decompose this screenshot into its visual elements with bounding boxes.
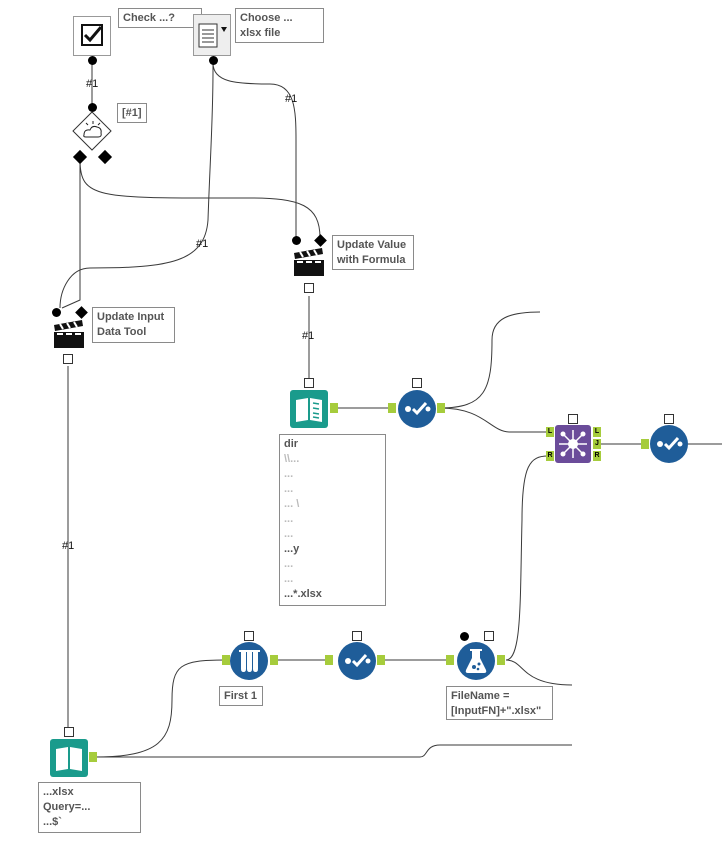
wire-label: #1 [285,93,298,105]
output-anchor[interactable] [270,655,278,665]
action-icon [54,320,84,348]
select-tool[interactable] [650,425,688,463]
condition-icon [72,111,112,151]
input-anchor[interactable] [446,655,454,665]
annotation-choose-file: Choose ... xlsx file [235,8,324,43]
wire-file-to-update-input[interactable] [59,63,214,309]
condition-tool[interactable] [71,110,113,152]
join-tool[interactable] [555,425,591,463]
question-anchor[interactable] [209,56,218,65]
wire-label: #1 [62,540,75,552]
event-anchor[interactable] [304,283,314,293]
event-anchor[interactable] [244,631,254,641]
wire-formula-right[interactable] [505,659,573,686]
left-output-anchor[interactable]: L [593,427,601,437]
right-output-anchor[interactable]: R [593,451,601,461]
directory-tool[interactable] [290,390,328,428]
formula-tool[interactable] [457,642,495,680]
wire-formula-to-join[interactable] [505,455,549,661]
file-browse-tool[interactable] [193,14,231,56]
join-output-anchor[interactable]: J [593,439,601,449]
event-anchor[interactable] [352,631,362,641]
join-icon [559,430,587,458]
checkbox-tool[interactable] [73,16,111,56]
annotation-sample: First 1 [219,686,263,706]
question-anchor[interactable] [292,236,301,245]
question-anchor[interactable] [88,103,97,112]
input-anchor[interactable] [641,439,649,449]
question-anchor[interactable] [460,632,469,641]
output-anchor[interactable] [437,403,445,413]
wire-label: #1 [302,330,315,342]
directory-icon [296,398,322,422]
right-input-anchor[interactable]: R [546,451,554,461]
wire-input-to-sample[interactable] [93,659,226,758]
wire-condition-false[interactable] [79,159,321,239]
event-anchor[interactable] [64,727,74,737]
select-icon [345,653,371,668]
question-anchor[interactable] [52,308,61,317]
output-anchor[interactable] [330,403,338,413]
event-anchor[interactable] [664,414,674,424]
wire-label: #1 [196,238,209,250]
formula-icon [465,649,487,673]
annotation-update-input: Update Input Data Tool [92,307,175,343]
action-icon [294,248,324,276]
wire-file-to-update-value[interactable] [212,62,297,238]
annotation-update-value: Update Value with Formula [332,235,414,270]
select-icon [405,401,431,416]
annotation-check: Check ...? [118,8,202,28]
annotation-condition: [#1] [117,103,147,123]
input-anchor[interactable] [325,655,333,665]
question-anchor[interactable] [88,56,97,65]
update-input-action-tool[interactable] [51,318,87,350]
wire-select-to-join[interactable] [439,407,548,433]
file-dropdown-icon [198,23,227,48]
left-input-anchor[interactable]: L [546,427,554,437]
select-tool[interactable] [398,390,436,428]
output-anchor[interactable] [377,655,385,665]
input-anchor[interactable] [388,403,396,413]
wire-select-out-top[interactable] [439,311,541,409]
wire-label: #1 [86,78,99,90]
event-anchor[interactable] [304,378,314,388]
wire-input-right[interactable] [94,744,572,758]
input-data-tool[interactable] [50,739,88,777]
checkbox-icon [81,24,103,46]
annotation-directory: dir \\... ... ... ... \ ... ... ...y ...… [279,434,386,606]
annotation-input: ...xlsx Query=... ...$` [38,782,141,833]
select-tool[interactable] [338,642,376,680]
wire-condition-true[interactable] [61,160,81,309]
sample-icon [239,650,260,672]
event-anchor[interactable] [484,631,494,641]
event-anchor[interactable] [568,414,578,424]
sample-tool[interactable] [230,642,268,680]
output-anchor[interactable] [89,752,97,762]
update-value-action-tool[interactable] [291,246,327,278]
event-anchor[interactable] [412,378,422,388]
annotation-formula: FileName = [InputFN]+".xlsx" [446,686,553,720]
event-anchor[interactable] [63,354,73,364]
output-anchor[interactable] [497,655,505,665]
input-anchor[interactable] [222,655,230,665]
input-data-icon [56,747,82,771]
select-icon [657,436,683,451]
